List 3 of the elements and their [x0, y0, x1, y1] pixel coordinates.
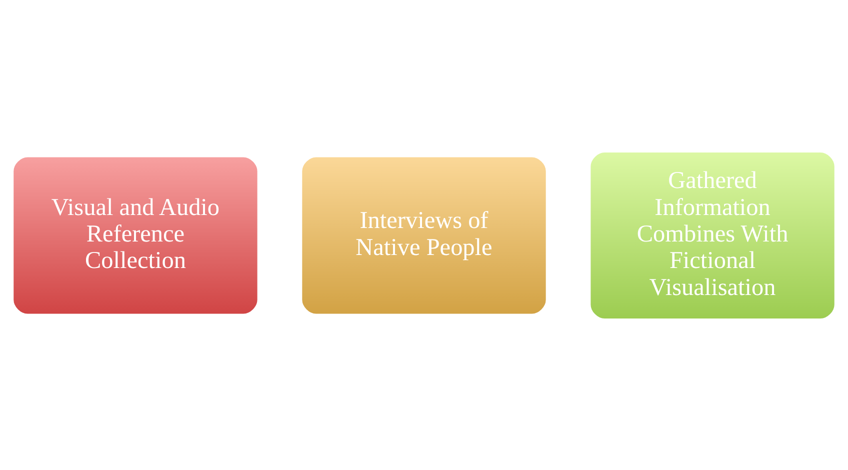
node-box: Interviews of Native People: [300, 156, 548, 314]
node-box: Gathered Information Combines With Fictional Visualisation: [589, 150, 836, 320]
node-box: Visual and Audio Reference Collection: [12, 156, 259, 314]
